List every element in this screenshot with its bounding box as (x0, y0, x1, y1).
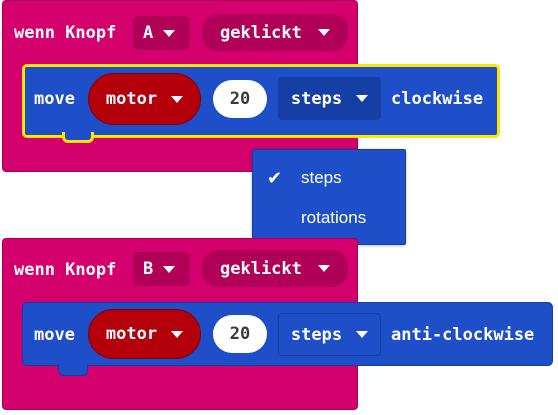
action-select-value: geklickt (220, 258, 302, 279)
direction-label: anti-clockwise (391, 325, 535, 345)
unit-select-value: steps (290, 324, 343, 345)
chevron-down-icon (163, 265, 176, 273)
chevron-down-icon (317, 29, 330, 36)
amount-input[interactable]: 20 (213, 315, 267, 353)
action-select-dropdown[interactable]: geklickt (202, 14, 348, 51)
amount-value: 20 (229, 324, 251, 344)
amount-input[interactable]: 20 (213, 80, 267, 118)
direction-label: clockwise (391, 89, 484, 109)
block-connector-tab (58, 364, 88, 376)
block-connector-tab (62, 132, 94, 143)
action-select-value: geklickt (220, 22, 302, 43)
menu-option-label: steps (301, 168, 342, 187)
chevron-down-icon (356, 95, 369, 102)
button-select-dropdown[interactable]: B (133, 252, 190, 286)
event-label: wenn Knopf (14, 260, 117, 280)
event-label: wenn Knopf (14, 23, 117, 43)
motor-select-value: motor (105, 89, 158, 109)
chevron-down-icon (317, 265, 330, 272)
chevron-down-icon (356, 331, 369, 338)
action-select-dropdown[interactable]: geklickt (202, 250, 348, 287)
chevron-down-icon (171, 95, 184, 103)
menu-option-label: rotations (301, 208, 367, 227)
unit-select-dropdown[interactable]: steps (278, 313, 381, 356)
chevron-down-icon (163, 29, 176, 37)
move-label: move (34, 89, 75, 109)
unit-select-value: steps (290, 88, 343, 109)
button-select-value: B (143, 259, 154, 279)
unit-dropdown-menu: ✔ steps rotations (252, 149, 406, 245)
motor-select-dropdown[interactable]: motor (88, 73, 201, 125)
motor-select-dropdown[interactable]: motor (88, 309, 201, 359)
motor-select-value: motor (105, 324, 158, 344)
menu-option-rotations[interactable]: rotations (253, 200, 405, 236)
unit-select-dropdown[interactable]: steps (278, 77, 381, 120)
check-icon: ✔ (267, 167, 283, 188)
button-select-dropdown[interactable]: A (133, 16, 190, 50)
chevron-down-icon (171, 330, 184, 338)
button-select-value: A (143, 23, 154, 43)
move-label: move (34, 325, 75, 345)
menu-option-steps[interactable]: ✔ steps (253, 160, 405, 196)
amount-value: 20 (229, 89, 251, 109)
